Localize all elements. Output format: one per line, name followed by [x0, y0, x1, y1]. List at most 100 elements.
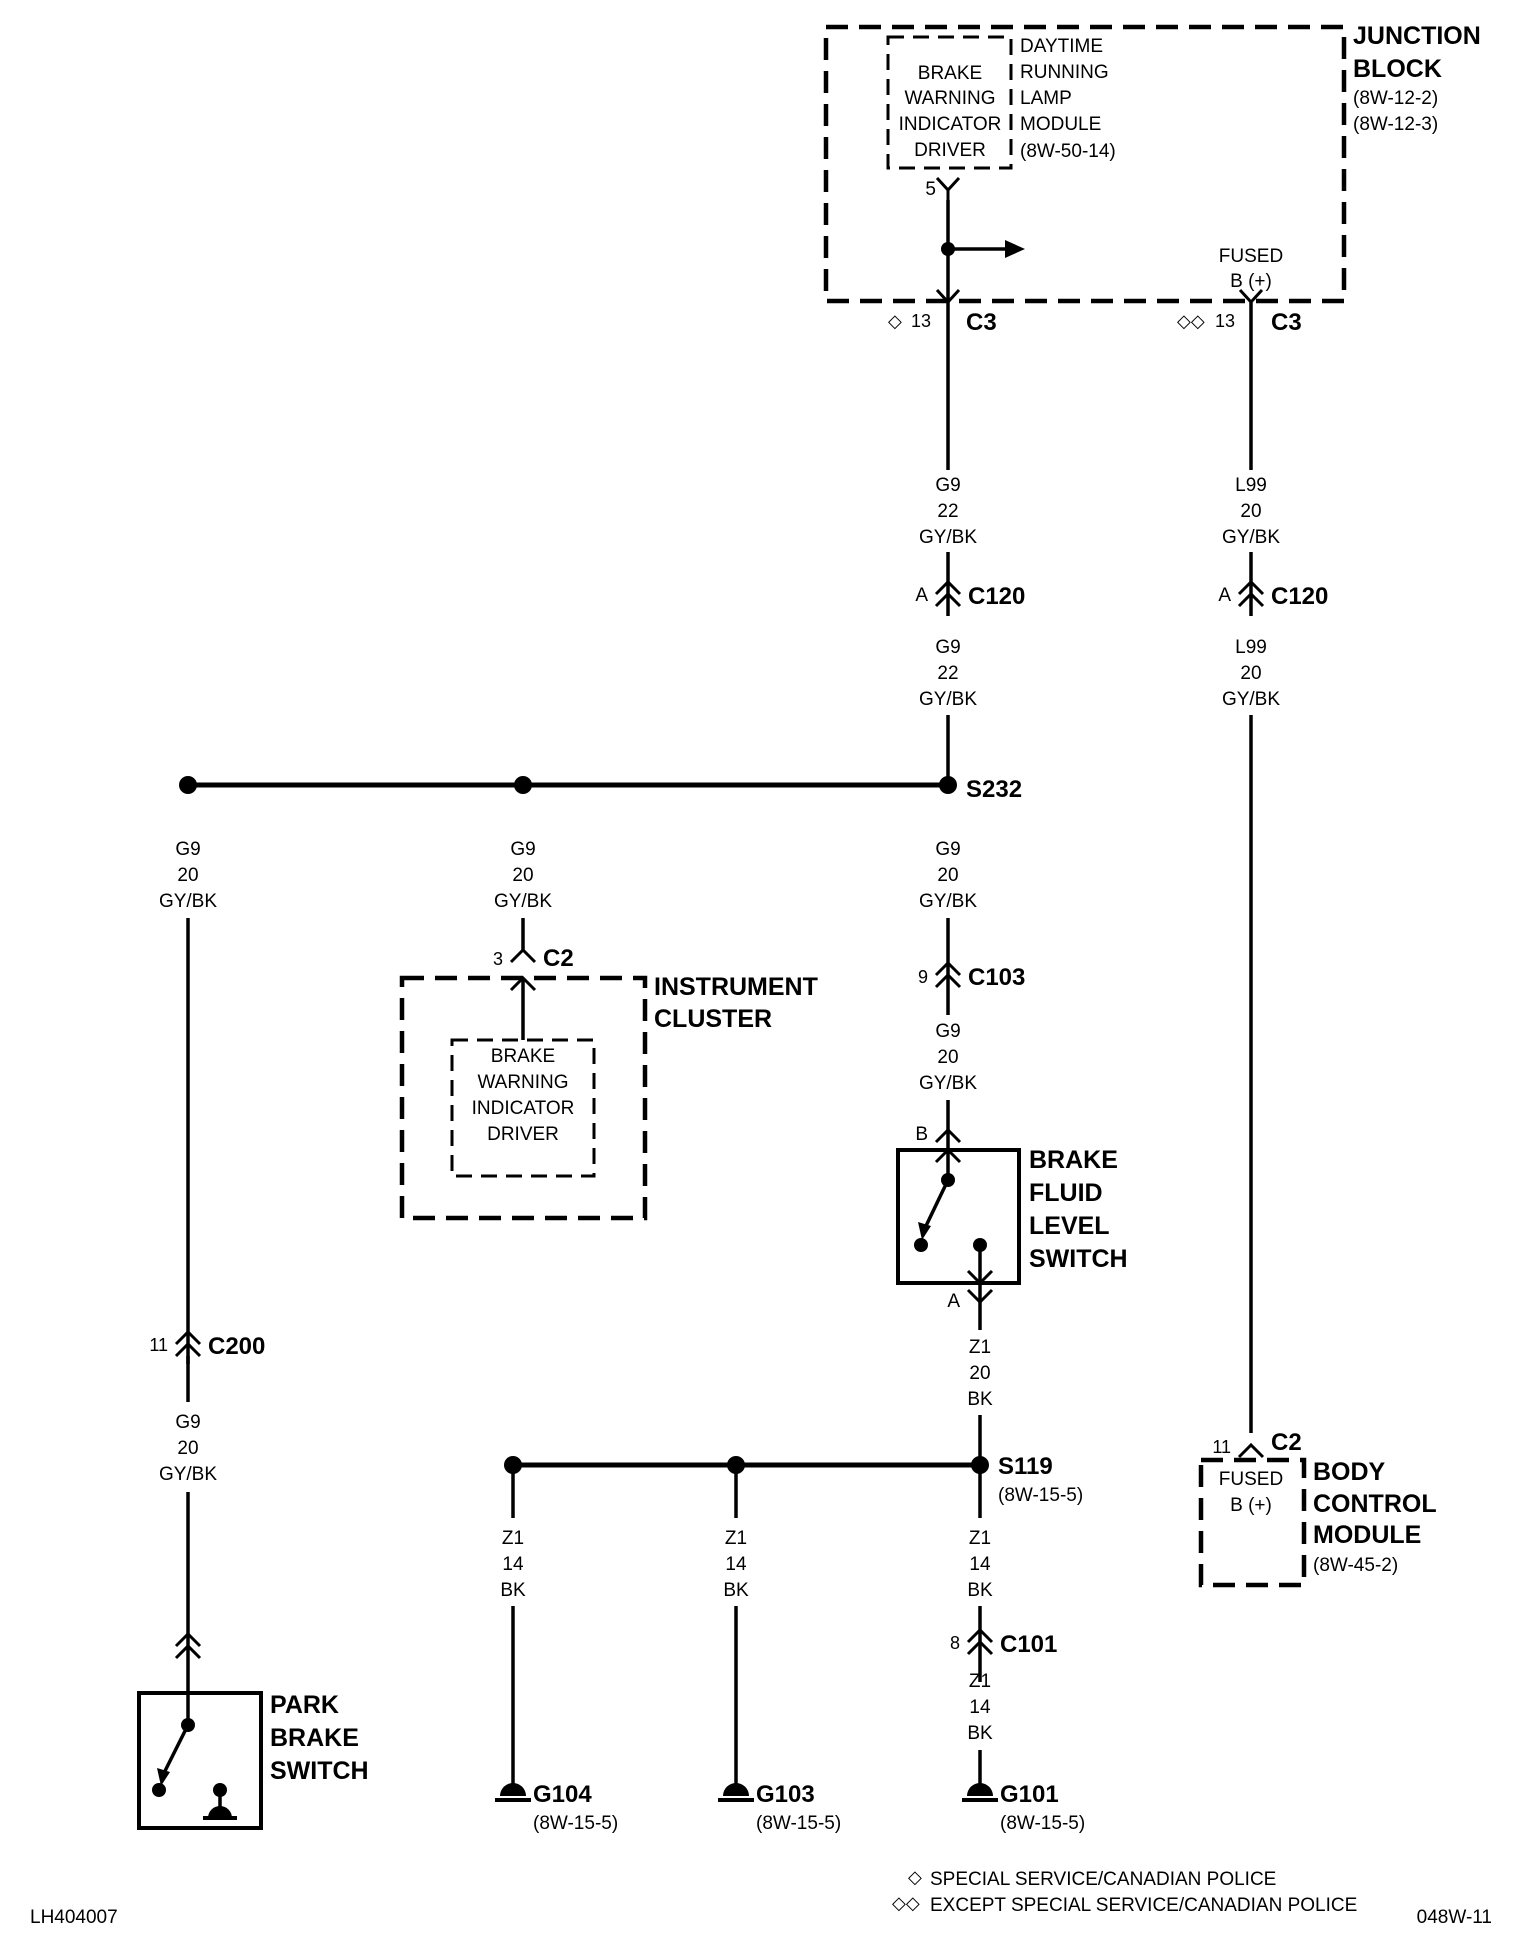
c2-cluster-connector	[509, 947, 537, 964]
bfls-pin-b-terminal	[934, 1127, 962, 1144]
wire-label: Z1	[725, 1528, 747, 1549]
jb-inner-labels: BRAKE WARNING INDICATOR DRIVER	[899, 63, 1002, 161]
c2-bcm-pin: 11	[1212, 1437, 1231, 1457]
c2-cluster-pin: 3	[493, 949, 503, 969]
instrument-cluster-box	[399, 975, 648, 1221]
wire-l99-lower: L99 20 GY/BK	[1222, 637, 1280, 710]
wire-label: 20	[512, 865, 533, 886]
g104-label: G104	[533, 1781, 592, 1808]
bfls-arm-arrow	[918, 1222, 931, 1240]
g101-label: G101	[1000, 1781, 1059, 1808]
wire-label: G9	[935, 1021, 960, 1042]
bfls-pin-a: A	[947, 1291, 960, 1312]
wire-label: GY/BK	[919, 891, 977, 912]
jb-pin-5: 5	[925, 179, 936, 200]
bfls-title-1: BRAKE	[1029, 1146, 1118, 1174]
g103-ref: (8W-15-5)	[756, 1813, 841, 1834]
ic-inner-2: WARNING	[477, 1072, 568, 1093]
drl-line-5: (8W-50-14)	[1020, 141, 1116, 162]
c200-pin: 11	[149, 1335, 168, 1355]
c120-left-connector	[934, 579, 962, 608]
brake-fluid-switch-box	[896, 1148, 1021, 1285]
wire-label: 14	[725, 1554, 747, 1575]
c103-label: C103	[968, 964, 1025, 991]
wire-label: 14	[969, 1554, 991, 1575]
s232-node-right	[939, 776, 957, 794]
c200-connector	[174, 1329, 202, 1358]
wire-label: G9	[935, 637, 960, 658]
wire-g9-20-mid: G9 20 GY/BK	[494, 839, 552, 912]
cluster-inner-arrow	[509, 975, 537, 992]
jb-fused-line2: B (+)	[1230, 271, 1272, 292]
wire-g9-20-c103: G9 20 GY/BK	[919, 1021, 977, 1094]
bfls-contact-left	[914, 1238, 928, 1252]
legend-text-1: SPECIAL SERVICE/CANADIAN POLICE	[930, 1869, 1276, 1890]
wire-z1-20: Z1 20 BK	[967, 1337, 993, 1410]
ic-title-2: CLUSTER	[654, 1005, 772, 1033]
pbs-switch-arm	[161, 1724, 190, 1776]
pbs-ground-icon	[208, 1806, 232, 1818]
c3-right-pin: 13	[1215, 311, 1235, 331]
bcm-fused-line2: B (+)	[1230, 1495, 1272, 1516]
c2-bcm-label: C2	[1271, 1429, 1302, 1456]
bfls-title-2: FLUID	[1029, 1179, 1103, 1207]
wire-label: GY/BK	[919, 689, 977, 710]
footer-right-code: 048W-11	[1417, 1907, 1492, 1928]
wire-label: 22	[937, 501, 958, 522]
jb-inner-line-4: DRIVER	[914, 140, 986, 161]
wire-label: BK	[967, 1389, 993, 1410]
c200-label: C200	[208, 1333, 265, 1360]
legend-symbol-2: ◇◇	[892, 1893, 920, 1913]
ic-title-1: INSTRUMENT	[654, 973, 818, 1001]
c3-left-symbol: ◇	[888, 311, 902, 331]
drl-line-3: LAMP	[1020, 88, 1072, 109]
wire-z1-14-right: Z1 14 BK	[967, 1528, 993, 1601]
wire-g9-22-lower: G9 22 GY/BK	[919, 637, 977, 710]
drl-module-label: DAYTIME RUNNING LAMP MODULE (8W-50-14)	[1020, 36, 1116, 162]
jb-title-1: JUNCTION	[1353, 22, 1481, 50]
wire-z1-14-mid: Z1 14 BK	[723, 1528, 749, 1601]
c101-label: C101	[1000, 1631, 1057, 1658]
c3-right-symbol: ◇◇	[1177, 311, 1205, 331]
wire-label: L99	[1235, 637, 1267, 658]
wire-label: GY/BK	[159, 1464, 217, 1485]
legend-symbol-1: ◇	[908, 1867, 922, 1887]
wire-label: GY/BK	[159, 891, 217, 912]
wire-z1-14-c101: Z1 14 BK	[967, 1671, 993, 1744]
wire-z1-14-left: Z1 14 BK	[500, 1528, 526, 1601]
wire-label: GY/BK	[919, 1073, 977, 1094]
ic-inner-3: INDICATOR	[472, 1098, 575, 1119]
bfls-inner-arrow-bottom	[966, 1269, 994, 1286]
brake-fluid-switch-title: BRAKE FLUID LEVEL SWITCH	[1029, 1146, 1128, 1273]
wire-g9-22-upper: G9 22 GY/BK	[919, 475, 977, 548]
wire-label: 20	[969, 1363, 990, 1384]
c120-right-pin: A	[1218, 585, 1231, 606]
c120-right-label: C120	[1271, 583, 1328, 610]
bfls-title-4: SWITCH	[1029, 1245, 1128, 1273]
jb-title-2: BLOCK	[1353, 55, 1442, 83]
jb-ref-1: (8W-12-2)	[1353, 88, 1438, 109]
wire-label: BK	[967, 1723, 993, 1744]
wire-g9-20-left: G9 20 GY/BK	[159, 839, 217, 912]
wire-label: 14	[969, 1697, 991, 1718]
wire-label: 20	[177, 1438, 198, 1459]
c2-bcm-connector	[1237, 1442, 1265, 1459]
wire-g9-20-c200: G9 20 GY/BK	[159, 1412, 217, 1485]
park-brake-connector	[174, 1631, 202, 1660]
wire-label: GY/BK	[1222, 527, 1280, 548]
s232-node-mid	[514, 776, 532, 794]
jb-inner-line-3: INDICATOR	[899, 114, 1002, 135]
ic-inner-4: DRIVER	[487, 1124, 559, 1145]
jb-brake-indicator-box	[886, 35, 1013, 170]
pbs-title-2: BRAKE	[270, 1724, 359, 1752]
drl-line-1: DAYTIME	[1020, 36, 1103, 57]
junction-block-title: JUNCTION BLOCK (8W-12-2) (8W-12-3)	[1353, 22, 1481, 135]
wire-label: GY/BK	[919, 527, 977, 548]
cluster-brake-indicator-box	[450, 1038, 596, 1178]
wire-label: G9	[935, 839, 960, 860]
bfls-pin-b: B	[915, 1124, 928, 1145]
wire-label: GY/BK	[1222, 689, 1280, 710]
pbs-title-3: SWITCH	[270, 1757, 369, 1785]
jb-branch-arrow	[1005, 240, 1025, 258]
